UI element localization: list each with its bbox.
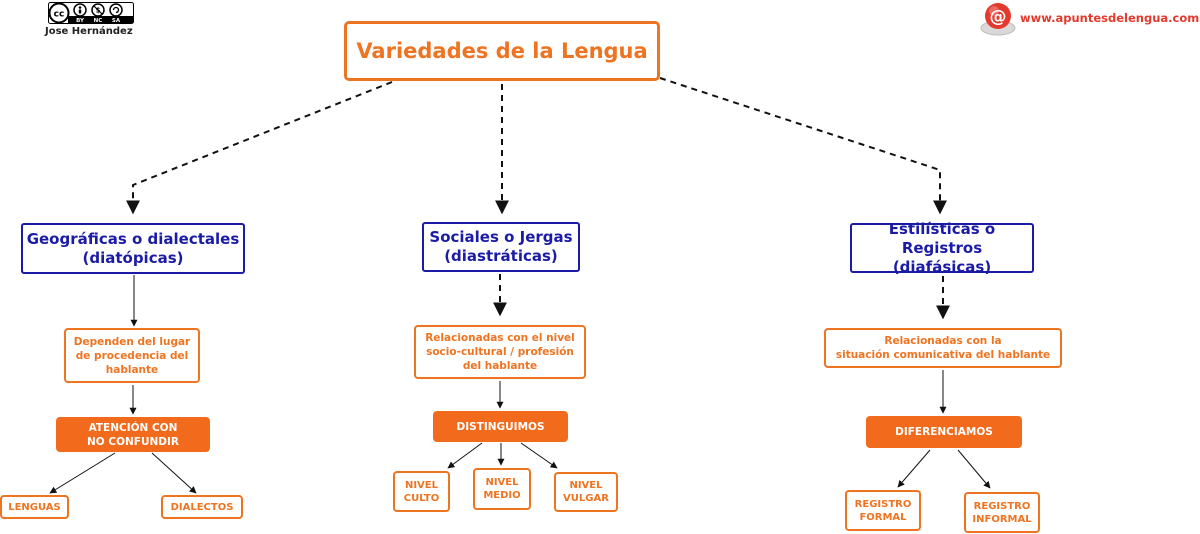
cc-license-badge: cc $ BY NC SA [48,2,134,28]
at-sign-logo-icon: @ [979,2,1017,40]
link-est-action-informal [957,449,991,489]
leaf-registro-informal: REGISTRO INFORMAL [964,492,1040,533]
sa-icon [109,3,123,17]
leaf-nivel-culto: NIVEL CULTO [393,471,450,512]
description-geograficas: Dependen del lugar de procedencia del ha… [64,328,200,383]
link-est-action-formal [897,449,931,488]
brand[interactable]: @ www.apuntesdelengua.com [975,2,1200,36]
leaf-dialectos: DIALECTOS [161,495,243,519]
action-geograficas: ATENCIÓN CON NO CONFUNDIR [56,417,210,452]
leaf-registro-formal: REGISTRO FORMAL [845,490,921,531]
author-name: Jose Hernández [45,26,133,37]
link-title-geograficas [126,81,393,215]
svg-text:BY: BY [76,18,85,24]
leaf-lenguas: LENGUAS [0,495,69,519]
link-soc-action-culto [447,442,483,469]
link-geo-action-lenguas [49,452,116,494]
category-estilisticas: Estilísticas o Registros (diafásicas) [850,220,1034,276]
svg-text:SA: SA [112,18,121,24]
leaf-nivel-medio: NIVEL MEDIO [473,468,531,510]
category-geograficas: Geográficas o dialectales (diatópicas) [21,223,245,274]
link-geo-action-dialectos [151,452,197,494]
category-sociales: Sociales o Jergas (diastráticas) [422,222,580,272]
description-estilisticas: Relacionadas con la situación comunicati… [824,328,1062,368]
brand-url[interactable]: www.apuntesdelengua.com [1020,11,1200,25]
leaf-nivel-vulgar: NIVEL VULGAR [554,472,618,512]
description-sociales: Relacionadas con el nivel socio-cultural… [414,325,586,379]
title-node: Variedades de la Lengua [344,21,660,81]
action-estilisticas: DIFERENCIAMOS [866,416,1022,448]
cc-label: cc [54,10,65,20]
svg-text:NC: NC [94,18,103,24]
link-title-estilisticas [659,77,947,215]
action-sociales: DISTINGUIMOS [433,411,568,442]
svg-text:@: @ [990,7,1007,27]
link-soc-action-vulgar [520,442,558,469]
